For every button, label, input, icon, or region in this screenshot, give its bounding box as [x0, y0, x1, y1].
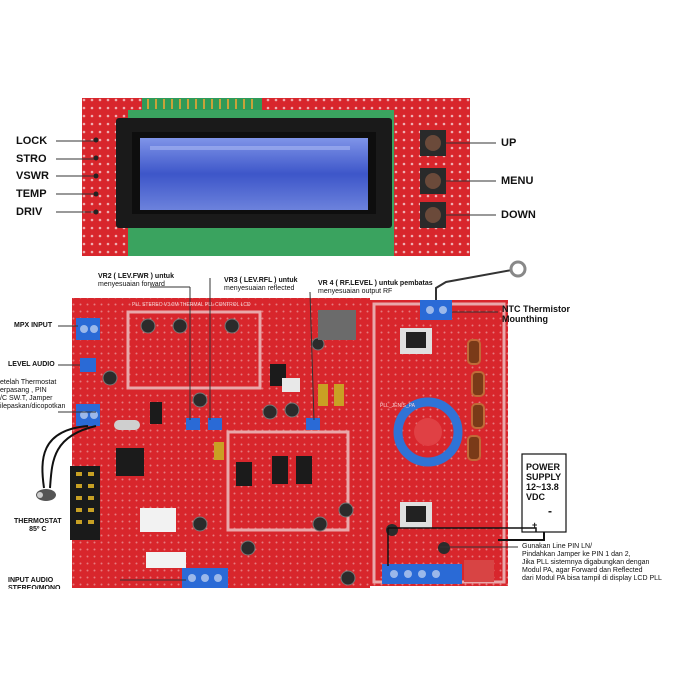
vr2-note: VR2 ( LEV.FWR ) untuk menyesuaian forwar… [98, 273, 174, 288]
pcb-silkscreen-title: PLL STEREO V3.0M THERMAL PLL CONTROL LCD [132, 302, 251, 308]
board-leader-lines [58, 278, 518, 581]
lcd-module [82, 98, 470, 256]
label-vswr: VSWR [16, 170, 49, 182]
thermostat-note: etelah Thermostat erpasang , PIN /C SW.T… [0, 379, 66, 410]
ntc-label: NTC Thermistor Mounthing [502, 304, 571, 324]
vr4-note: VR 4 ( RF.LEVEL ) untuk pembatas menyesu… [318, 280, 433, 295]
power-wires [387, 453, 567, 566]
minus-sign: - [548, 504, 552, 518]
status-leds [93, 137, 99, 215]
trimpots [80, 358, 320, 430]
input-audio-label: INPUT AUDIO [8, 577, 54, 584]
shield-frame-2 [226, 430, 350, 532]
input-audio-cut-label: STEREO/MONO [8, 585, 61, 589]
label-menu: MENU [501, 175, 534, 187]
main-pcb [70, 298, 370, 588]
relay-component [318, 310, 356, 340]
label-lock: LOCK [16, 135, 48, 147]
power-supply-label: POWER SUPPLY 12~13.8 VDC [526, 462, 562, 502]
push-buttons [420, 130, 446, 228]
thermostat-label: THERMOSTAT 85º C [14, 518, 62, 533]
pin-header [70, 466, 100, 540]
level-audio-label: LEVEL AUDIO [8, 361, 55, 368]
mpx-input-label: MPX INPUT [14, 322, 53, 329]
pa-pcb [370, 300, 508, 586]
mcu-chip [116, 448, 144, 476]
ntc-thermistor [435, 260, 527, 300]
screw-terminals [76, 318, 228, 588]
label-up: UP [501, 137, 517, 149]
toroid-coil [393, 397, 463, 467]
plus-sign: + [532, 520, 538, 530]
vr3-note: VR3 ( LEV.RFL ) untuk menyesuaian reflec… [224, 277, 298, 292]
label-temp: TEMP [16, 188, 47, 200]
thermostat-wire [36, 425, 97, 501]
shield-frame-1 [126, 310, 262, 390]
label-down: DOWN [501, 209, 536, 221]
label-driv: DRIV [16, 206, 43, 218]
label-stro: STRO [16, 153, 47, 165]
pa-silkscreen-title: PLL_JENIS_PA [380, 403, 415, 409]
lcd-leader-lines [56, 140, 496, 216]
pin-note: Gunakan Line PIN LN/ Pindahkan Jamper ke… [522, 543, 662, 582]
